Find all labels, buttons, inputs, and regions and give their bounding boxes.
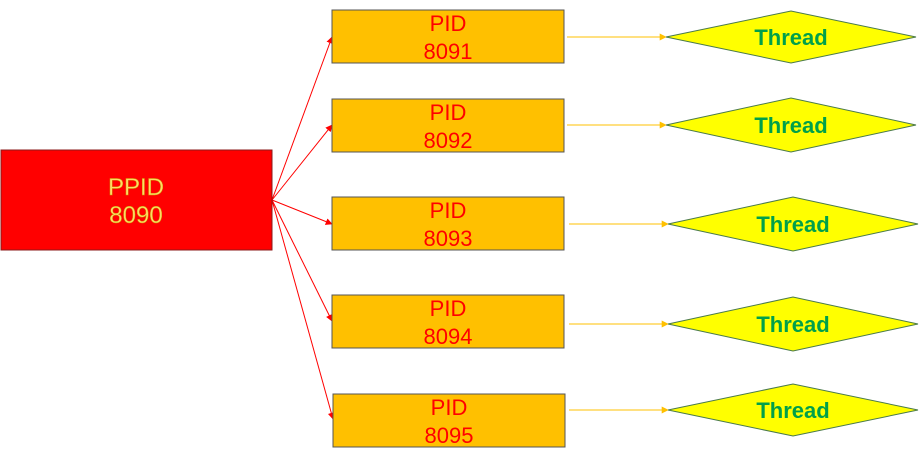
parent-box	[0, 149, 273, 251]
thread-diamond	[665, 97, 917, 153]
child-pid: 8094	[424, 324, 473, 349]
parent-label: PPID	[108, 174, 164, 201]
child-node-8095[interactable]: PID 8095	[332, 393, 566, 448]
parent-arrow-4	[271, 199, 333, 322]
child-label: PID	[431, 395, 468, 420]
child-label: PID	[430, 198, 467, 223]
parent-arrow-3	[271, 199, 333, 225]
parent-arrow-2	[271, 124, 333, 201]
child-box	[331, 196, 565, 251]
child-label: PID	[430, 296, 467, 321]
parent-pid: 8090	[109, 202, 162, 229]
thread-label: Thread	[756, 312, 829, 337]
parent-arrow-1	[271, 36, 334, 201]
parent-arrows	[271, 36, 335, 420]
child-node-8091[interactable]: PID 8091	[331, 9, 565, 64]
thread-node-8094[interactable]: Thread	[667, 296, 919, 352]
parent-node[interactable]: PPID 8090	[0, 149, 273, 251]
child-pid: 8095	[425, 423, 474, 448]
parent-arrow-5	[271, 199, 335, 420]
child-node-8093[interactable]: PID 8093	[331, 196, 565, 251]
thread-diamond	[667, 383, 919, 437]
thread-node-8095[interactable]: Thread	[667, 383, 919, 437]
thread-diamond	[667, 196, 919, 252]
child-label: PID	[430, 11, 467, 36]
thread-label: Thread	[756, 212, 829, 237]
child-node-8094[interactable]: PID 8094	[331, 294, 565, 349]
thread-label: Thread	[754, 113, 827, 138]
child-box	[331, 294, 565, 349]
thread-node-8091[interactable]: Thread	[665, 10, 917, 64]
child-pid: 8092	[424, 128, 473, 153]
thread-node-8093[interactable]: Thread	[667, 196, 919, 252]
child-pid: 8093	[424, 226, 473, 251]
child-node-8092[interactable]: PID 8092	[331, 98, 565, 153]
thread-diamond	[667, 296, 919, 352]
child-box	[332, 393, 566, 448]
thread-label: Thread	[756, 398, 829, 423]
thread-diamond	[665, 10, 917, 64]
child-pid: 8091	[424, 39, 473, 64]
thread-node-8092[interactable]: Thread	[665, 97, 917, 153]
child-label: PID	[430, 100, 467, 125]
child-box	[331, 9, 565, 64]
child-box	[331, 98, 565, 153]
thread-label: Thread	[754, 25, 827, 50]
